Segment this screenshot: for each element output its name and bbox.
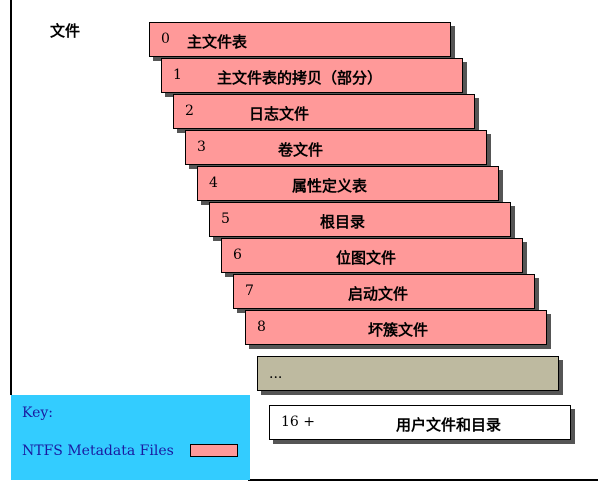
record-label: 日志文件 xyxy=(249,105,310,123)
record-2: 2 日志文件 xyxy=(173,94,475,129)
record-ellipsis: ... xyxy=(257,356,559,391)
record-label: 用户文件和目录 xyxy=(396,416,502,434)
record-label: 启动文件 xyxy=(348,285,409,303)
record-3: 3 卷文件 xyxy=(185,130,487,165)
record-6: 6 位图文件 xyxy=(221,238,523,273)
ellipsis-text: ... xyxy=(269,366,283,382)
record-label: 主文件表 xyxy=(187,33,248,51)
record-label: 位图文件 xyxy=(336,249,397,267)
legend-box: Key: NTFS Metadata Files xyxy=(11,395,250,480)
record-0: 0 主文件表 xyxy=(149,22,451,57)
record-1: 1 主文件表的拷贝（部分） xyxy=(161,58,463,93)
record-number: 0 xyxy=(161,31,170,47)
record-5: 5 根目录 xyxy=(209,202,511,237)
record-label: 卷文件 xyxy=(278,141,324,159)
legend-title: Key: xyxy=(22,405,53,421)
record-number: 8 xyxy=(257,319,266,335)
record-8: 8 坏簇文件 xyxy=(245,310,547,345)
record-number: 16 + xyxy=(281,414,315,430)
record-number: 7 xyxy=(245,283,254,299)
record-number: 4 xyxy=(209,175,218,191)
bottom-border-line xyxy=(248,479,598,481)
record-label: 主文件表的拷贝（部分） xyxy=(217,69,383,87)
record-number: 2 xyxy=(185,103,194,119)
record-label: 属性定义表 xyxy=(292,177,368,195)
record-4: 4 属性定义表 xyxy=(197,166,499,201)
record-label: 坏簇文件 xyxy=(368,321,429,339)
legend-swatch xyxy=(190,444,238,457)
legend-label: NTFS Metadata Files xyxy=(22,443,174,459)
record-number: 6 xyxy=(233,247,242,263)
record-number: 3 xyxy=(197,139,206,155)
record-user-files: 16 + 用户文件和目录 xyxy=(269,405,571,440)
diagram-title: 文件 xyxy=(50,22,81,40)
left-border-line xyxy=(10,0,12,395)
record-label: 根目录 xyxy=(320,213,366,231)
record-number: 1 xyxy=(173,67,182,83)
record-7: 7 启动文件 xyxy=(233,274,535,309)
record-number: 5 xyxy=(221,211,230,227)
